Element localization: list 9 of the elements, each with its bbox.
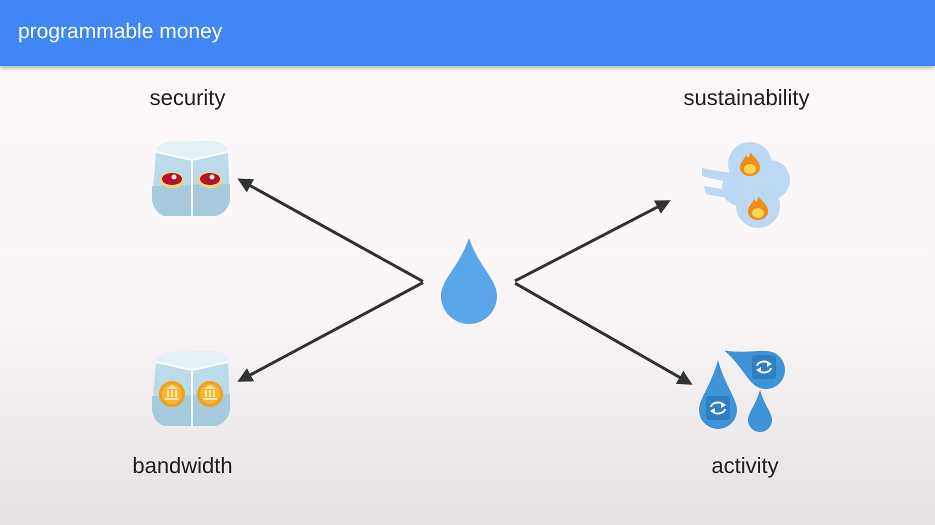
node-label: activity bbox=[710, 453, 780, 479]
node-label: bandwidth bbox=[131, 453, 234, 479]
title: programmable money bbox=[18, 20, 222, 44]
node-label: security bbox=[148, 85, 226, 111]
node-label: sustainability bbox=[682, 85, 810, 111]
arrow bbox=[237, 178, 424, 283]
arrow bbox=[514, 200, 671, 282]
arrow bbox=[237, 281, 424, 382]
arrow bbox=[514, 282, 693, 385]
